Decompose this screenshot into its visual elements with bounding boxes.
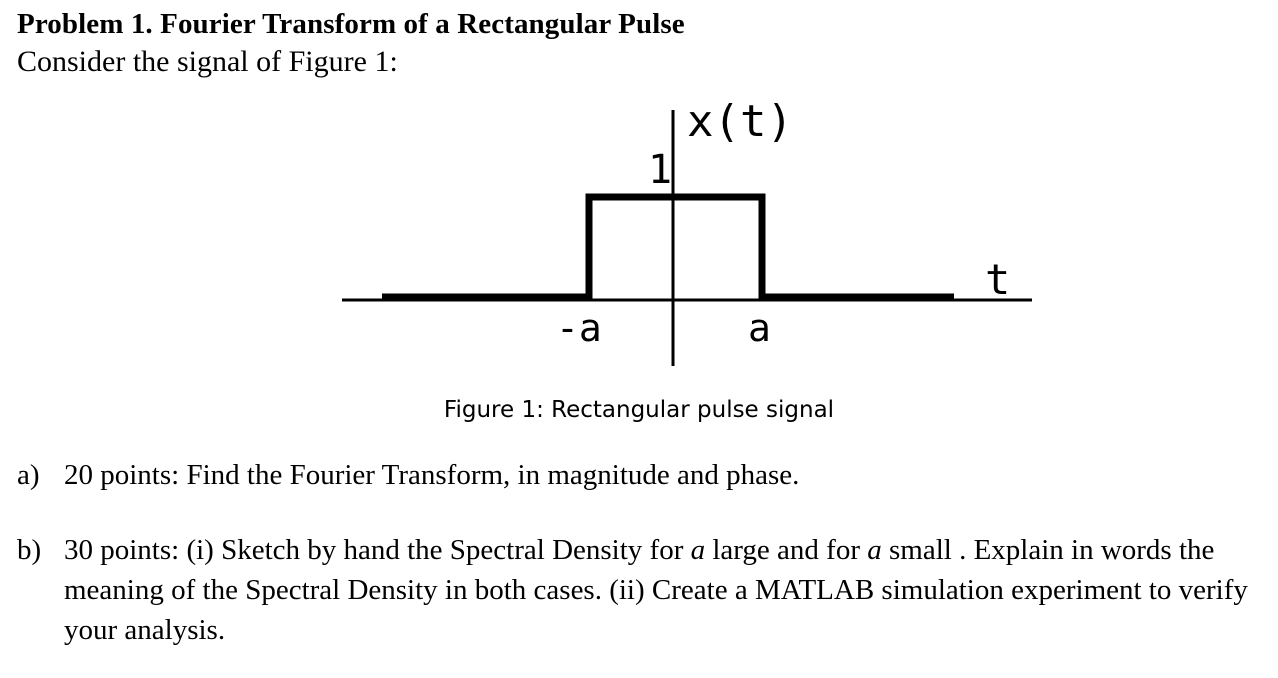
figure-caption: Figure 1: Rectangular pulse signal (443, 397, 835, 423)
part-a-text: 20 points: Find the Fourier Transform, i… (64, 459, 800, 491)
part-b-text-3: small . Explain in words the meaning of … (64, 534, 1248, 646)
neg-edge-label: -a (556, 306, 602, 350)
problem-title: Problem 1. Fourier Transform of a Rectan… (17, 8, 685, 40)
part-b-variable-a-large: a (690, 534, 706, 566)
part-b-variable-a-small: a (867, 534, 882, 566)
signal-label: x(t) (687, 96, 793, 147)
part-b-marker: b) (17, 534, 42, 566)
part-b-text-2: large and for (705, 534, 868, 566)
part-a-marker: a) (17, 459, 40, 491)
time-label: t (985, 255, 1010, 304)
part-b-text: 30 points: (i) Sketch by hand the Spectr… (64, 530, 1264, 650)
pulse-signal-line (382, 193, 954, 301)
amplitude-label: 1 (648, 147, 672, 193)
pulse-diagram: x(t) 1 t -a a (342, 96, 1032, 366)
pulse-figure: x(t) 1 t -a a (330, 90, 1050, 380)
problem-intro: Consider the signal of Figure 1: (17, 45, 398, 78)
part-b: b) 30 points: (i) Sketch by hand the Spe… (17, 530, 1267, 655)
part-a: a) 20 points: Find the Fourier Transform… (17, 455, 1267, 495)
part-b-text-1: 30 points: (i) Sketch by hand the Spectr… (64, 534, 691, 566)
pos-edge-label: a (748, 306, 771, 350)
